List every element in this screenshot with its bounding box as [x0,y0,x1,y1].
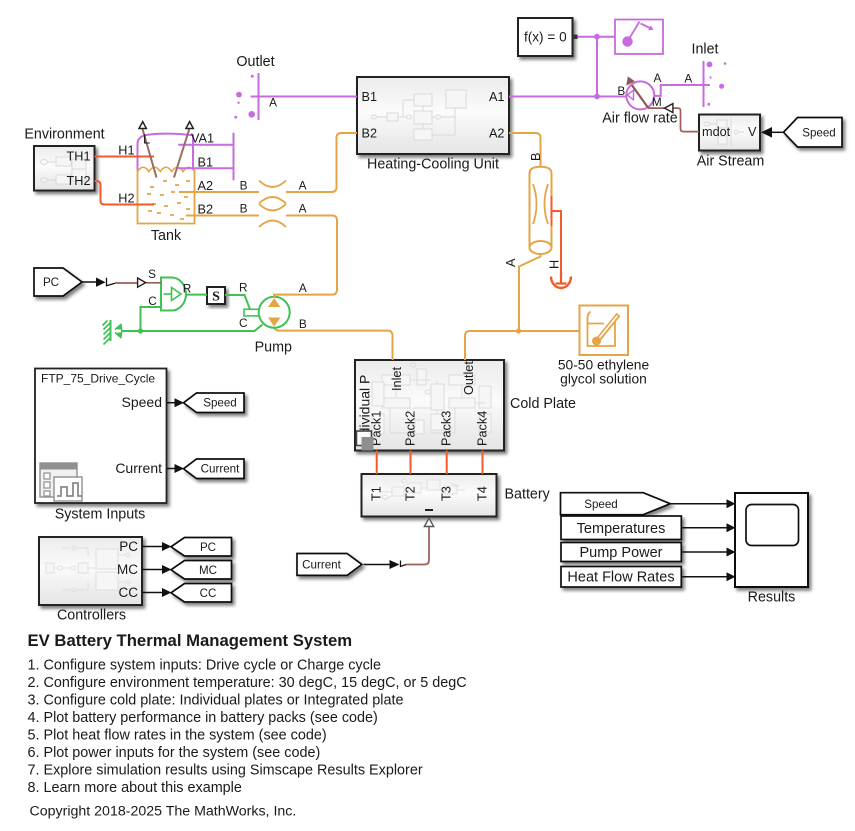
svg-text:A1: A1 [489,90,505,104]
svg-text:3. Configure cold plate: Indiv: 3. Configure cold plate: Individual plat… [28,693,404,709]
svg-text:Controllers: Controllers [57,608,126,624]
svg-text:A2: A2 [489,127,505,141]
svg-text:T1: T1 [370,486,384,501]
svg-text:Inlet: Inlet [390,367,404,391]
svg-text:Pack2: Pack2 [403,411,417,446]
svg-text:B: B [529,153,543,161]
svg-text:CC: CC [119,585,139,600]
svg-text:PC: PC [200,541,216,554]
svg-text:Speed: Speed [584,498,618,511]
svg-text:B: B [299,317,307,331]
svg-text:Inlet: Inlet [691,42,718,58]
svg-text:6. Plot power inputs for the s: 6. Plot power inputs for the system (see… [28,745,321,761]
svg-text:R: R [239,281,248,295]
svg-text:H: H [548,260,562,269]
svg-text:PC: PC [43,276,59,289]
svg-text:A: A [299,202,307,216]
svg-text:mdot: mdot [702,125,731,139]
svg-text:B: B [240,179,248,193]
svg-text:50-50 ethylene: 50-50 ethylene [558,358,650,373]
svg-text:A2: A2 [198,179,214,193]
svg-text:B1: B1 [198,156,214,170]
svg-text:B2: B2 [198,203,214,217]
svg-text:M: M [652,95,662,109]
svg-text:Outlet: Outlet [236,54,274,70]
svg-text:V: V [748,125,757,139]
svg-text:S: S [148,267,156,281]
svg-text:A: A [653,71,661,85]
svg-text:Copyright 2018-2025 The MathWo: Copyright 2018-2025 The MathWorks, Inc. [30,804,297,820]
svg-text:A: A [504,258,518,267]
svg-text:Air flow rate: Air flow rate [602,111,678,127]
svg-text:Battery: Battery [505,487,551,503]
svg-text:MC: MC [117,562,138,577]
svg-text:B1: B1 [362,90,378,104]
svg-text:T2: T2 [403,486,417,501]
svg-text:S: S [212,290,220,305]
svg-text:Air Stream: Air Stream [697,154,765,170]
svg-text:Outlet: Outlet [462,361,476,395]
svg-text:R: R [183,282,192,296]
svg-text:Temperatures: Temperatures [577,521,666,537]
svg-text:FTP_75_Drive_Cycle: FTP_75_Drive_Cycle [41,372,155,386]
svg-text:H1: H1 [118,144,134,158]
svg-text:T3: T3 [440,486,454,501]
svg-text:C: C [239,316,248,330]
svg-text:Speed: Speed [802,126,836,139]
svg-text:Environment: Environment [24,126,104,142]
svg-text:f(x) = 0: f(x) = 0 [524,30,567,45]
svg-text:7. Explore simulation results: 7. Explore simulation results using Sims… [28,763,423,779]
svg-text:Current: Current [201,462,240,475]
svg-text:1. Configure system inputs: Dr: 1. Configure system inputs: Drive cycle … [28,658,382,674]
svg-text:Cold Plate: Cold Plate [510,396,576,412]
svg-text:C: C [148,294,157,308]
svg-text:CC: CC [200,587,217,600]
svg-text:PC: PC [119,539,138,554]
svg-text:glycol solution: glycol solution [560,372,647,387]
svg-text:Speed: Speed [203,397,237,410]
svg-text:MC: MC [199,564,217,577]
svg-text:Heat Flow Rates: Heat Flow Rates [567,570,674,586]
svg-text:Pack4: Pack4 [475,411,489,446]
svg-text:System Inputs: System Inputs [55,507,146,523]
svg-text:EV Battery Thermal Management: EV Battery Thermal Management System [28,631,353,650]
svg-text:4. Plot battery performance in: 4. Plot battery performance in battery p… [28,710,378,726]
svg-text:A: A [269,96,277,110]
svg-text:Pump Power: Pump Power [579,545,662,561]
svg-text:B2: B2 [362,127,378,141]
svg-text:Current: Current [115,460,162,476]
svg-text:8. Learn more about this examp: 8. Learn more about this example [28,780,242,796]
svg-text:A: A [299,281,307,295]
svg-text:5. Plot heat flow rates in the: 5. Plot heat flow rates in the system (s… [28,728,327,744]
svg-text:B: B [240,202,248,216]
svg-text:Heating-Cooling Unit: Heating-Cooling Unit [367,157,499,173]
svg-text:Individual P: Individual P [357,375,373,447]
svg-text:Pack3: Pack3 [440,411,454,446]
svg-text:2. Configure environment tempe: 2. Configure environment temperature: 30… [28,675,467,691]
svg-text:Speed: Speed [122,394,162,410]
svg-text:Current: Current [302,559,341,572]
svg-text:Tank: Tank [151,228,182,244]
svg-text:VA1: VA1 [191,132,214,146]
svg-text:TH2: TH2 [67,174,91,188]
svg-text:H2: H2 [118,192,134,206]
svg-text:B: B [617,84,625,98]
svg-text:Pump: Pump [255,340,292,356]
svg-text:L: L [143,133,150,147]
svg-text:TH1: TH1 [67,150,91,164]
svg-text:Results: Results [748,590,796,606]
svg-text:A: A [299,179,307,193]
svg-text:T4: T4 [475,486,489,501]
svg-text:A: A [684,72,692,86]
